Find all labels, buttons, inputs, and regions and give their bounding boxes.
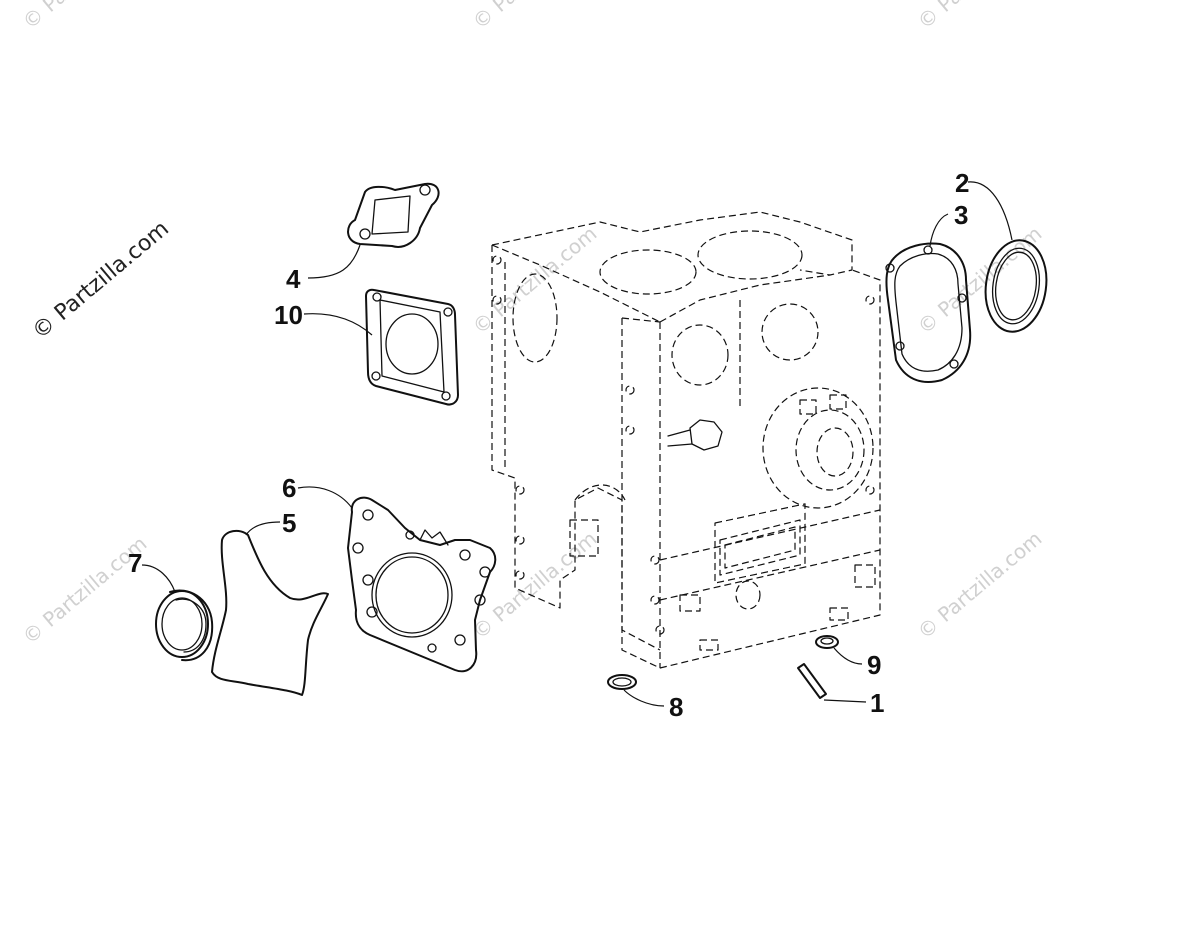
callout-10: 10 xyxy=(274,300,303,330)
watermark-main: © Partzilla.com xyxy=(28,216,174,344)
part-2-o-ring xyxy=(984,239,1048,333)
watermark-tile: © Partzilla.com xyxy=(913,221,1047,339)
part-3-cover-gasket xyxy=(885,242,972,383)
part-10-cylinder-gasket xyxy=(365,288,459,406)
watermark-tile: © Partzilla.com xyxy=(468,0,602,34)
part-4-small-gasket xyxy=(347,182,440,248)
part-5-sealant-sheet xyxy=(211,529,329,696)
callout-8: 8 xyxy=(669,692,683,722)
callout-labels: 2 3 4 10 6 5 7 8 9 1 xyxy=(128,168,969,722)
watermark-tile: © Partzilla.com xyxy=(468,526,602,644)
callout-6: 6 xyxy=(282,473,296,503)
part-7-oil-seal xyxy=(155,589,214,662)
watermark-tile: © Partzilla.com xyxy=(913,526,1047,644)
callout-1: 1 xyxy=(870,688,884,718)
part-9-seal xyxy=(815,635,839,649)
callout-5: 5 xyxy=(282,508,296,538)
watermark-tile: © Partzilla.com xyxy=(468,221,602,339)
part-1-pin xyxy=(797,663,827,699)
callout-4: 4 xyxy=(286,264,301,294)
callout-7: 7 xyxy=(128,548,142,578)
callout-2: 2 xyxy=(955,168,969,198)
engine-block xyxy=(491,211,881,669)
callout-3: 3 xyxy=(954,200,968,230)
watermark-tile: © Partzilla.com xyxy=(18,0,152,34)
watermark-tile: © Partzilla.com xyxy=(913,0,1047,34)
leader-lines xyxy=(141,181,1013,707)
callout-9: 9 xyxy=(867,650,881,680)
block-bolt-holes xyxy=(492,255,875,635)
part-8-washer xyxy=(607,674,637,690)
part-6-front-plate-gasket xyxy=(347,496,497,673)
